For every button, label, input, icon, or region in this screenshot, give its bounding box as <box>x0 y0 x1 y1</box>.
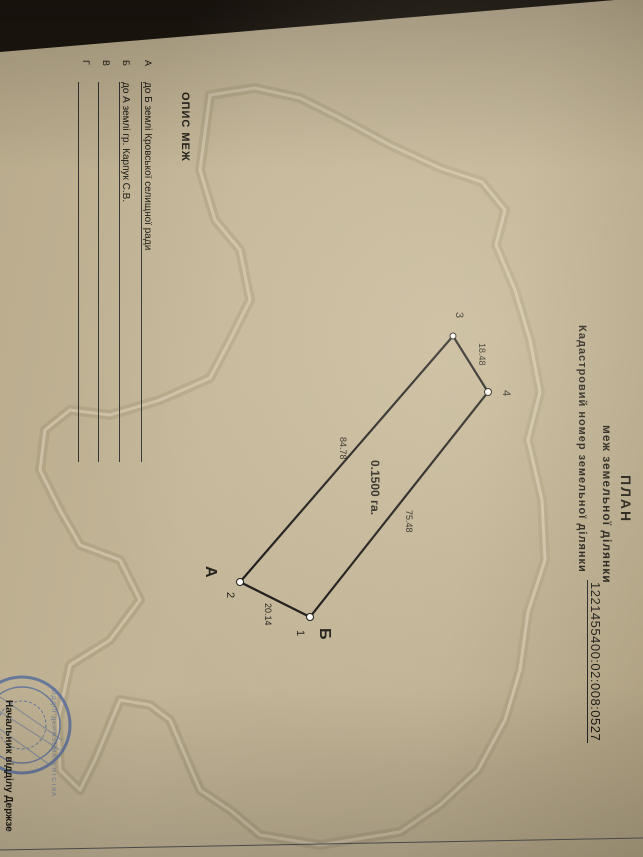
parcel-vertex-1 <box>306 613 314 621</box>
signature-caption: Начальник відділу Держзе <box>3 700 14 832</box>
dimension-side-4-1: 75.48 <box>404 510 414 533</box>
parcel-corner-label-b: Б <box>316 628 333 640</box>
parcel-vertex-3 <box>449 332 457 340</box>
plan-title: ПЛАН <box>618 475 634 524</box>
vertex-label-3: 3 <box>453 312 465 319</box>
parcel-corner-label-a: А <box>202 566 219 578</box>
boundary-row-d-text <box>78 82 91 462</box>
parcel-area: 0.1500 га. <box>368 460 382 516</box>
boundary-row-c-text <box>98 82 111 462</box>
boundaries-heading: ОПИС МЕЖ <box>179 92 191 162</box>
dimension-side-1-2: 20.14 <box>263 603 273 626</box>
parcel-vertex-4 <box>484 388 492 396</box>
official-stamp <box>0 675 72 775</box>
vertex-label-2: 2 <box>224 592 236 599</box>
boundary-row-d-key: Г <box>81 60 91 65</box>
region-outline-inner <box>38 86 547 847</box>
bottom-rule <box>0 837 643 851</box>
stamp-text: ВІДДІЛ ДЕРЖЗЕМАГЕНТСТВА <box>50 688 56 798</box>
boundary-row-c-key: В <box>101 60 111 67</box>
parcel-vertex-2 <box>236 578 244 586</box>
parcel-boundary <box>238 334 490 619</box>
cadastral-label: Кадастровий номер земельної ділянки <box>576 325 588 573</box>
boundary-row-a-text: до Б землі Кровської селищної ради <box>141 82 153 462</box>
dimension-side-3-4: 18.48 <box>477 343 487 366</box>
vertex-label-1: 1 <box>294 630 306 637</box>
vertex-label-4: 4 <box>500 390 512 397</box>
boundary-row-a-key: А <box>143 60 153 67</box>
cadastral-number: 1221455400:02:008:0527 <box>587 580 603 744</box>
boundary-row-b-text: до А землі гр. Карпук С.В. <box>119 82 131 462</box>
boundary-row-b-key: Б <box>121 60 131 66</box>
dimension-side-2-3: 84.78 <box>338 437 348 460</box>
region-outline <box>35 83 550 850</box>
plan-subtitle: меж земельної ділянки <box>600 425 614 584</box>
